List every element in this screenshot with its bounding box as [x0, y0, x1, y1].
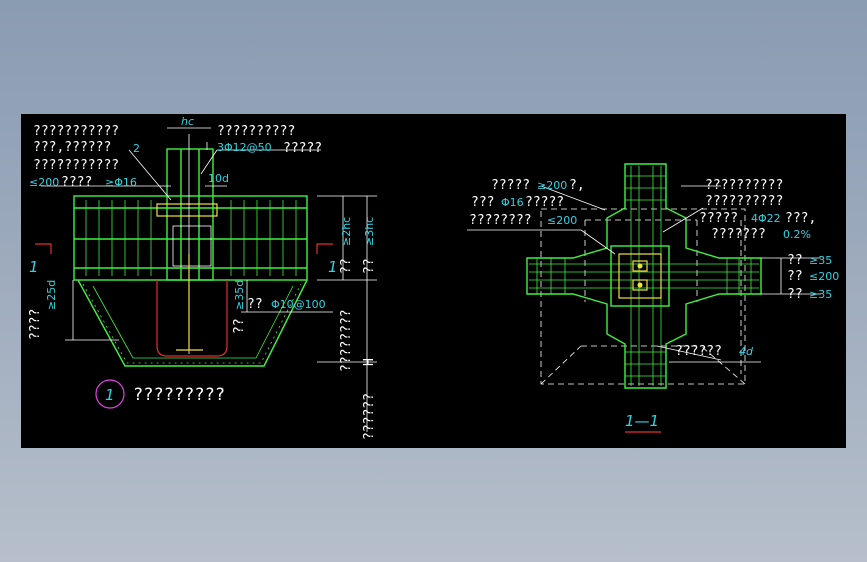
foundation-outline	[77, 279, 308, 367]
dim-r3: ≥35	[809, 288, 832, 301]
stirrup-spec: 3Φ12@50	[217, 141, 272, 154]
column-outline	[166, 148, 214, 281]
note-left-2: ???	[471, 195, 494, 210]
note-right-4: ???????	[711, 227, 766, 242]
note-top-1: ???????????	[33, 124, 119, 139]
section-marker-left	[35, 243, 52, 254]
section-marker-right	[316, 243, 333, 254]
tie-label: ??	[247, 297, 263, 312]
note-top-3: ???????????	[33, 158, 119, 173]
dim-25d-label: ????	[28, 309, 43, 340]
beam-stirrups	[85, 200, 297, 276]
column-plate	[618, 253, 662, 299]
cross-beam-outline	[526, 163, 762, 389]
dim-r1: ≥35	[809, 254, 832, 267]
dim-r3-prefix: ??	[787, 287, 803, 302]
footing-plan-outline	[540, 208, 746, 385]
note-left-1-tail: ?,	[569, 178, 585, 193]
note-left-1: ?????	[491, 178, 530, 193]
note-right-top: ??????????	[217, 124, 295, 139]
dim-3hc-prefix: ??	[362, 258, 377, 274]
callout-2: 2	[133, 142, 140, 155]
dim-35d: ≥35d	[233, 280, 246, 310]
dim-2hc: ≥2hc	[340, 217, 353, 246]
note-spacing-text: ????	[61, 175, 92, 190]
section-mark-left: 1	[29, 258, 39, 276]
dim-10d: 10d	[208, 172, 229, 185]
dim-r2: ≤200	[809, 270, 839, 283]
dim-4d: 4d	[739, 345, 754, 358]
note-top-2: ???,??????	[33, 140, 111, 155]
column-plan	[610, 245, 670, 307]
dim-35d-prefix: ??	[232, 318, 247, 334]
note-left-3: ????????	[469, 213, 532, 228]
cad-drawing: ??????????? ???,?????? ??????????? ≤200 …	[28, 115, 839, 440]
h-dim: ????????	[339, 309, 354, 372]
section-title: 1—1	[625, 412, 659, 430]
h-label: H	[362, 358, 377, 366]
dim-2hc-prefix: ??	[339, 258, 354, 274]
note-right-3: ?????	[699, 211, 738, 226]
h-dim-bottom: ??????	[362, 393, 377, 440]
note-right-3-tail: ???,	[785, 211, 816, 226]
left-detail-view: ??????????? ???,?????? ??????????? ≤200 …	[28, 115, 377, 440]
note-left-1-spec: ≥200	[537, 179, 567, 192]
dim-hc: hc	[181, 115, 194, 128]
column-cap	[156, 203, 218, 217]
note-right-1: ??????????	[705, 178, 783, 193]
note-right-2: ??????????	[705, 194, 783, 209]
note-left-2-tail: ?????	[525, 195, 564, 210]
dim-3hc: ≥3hc	[363, 217, 376, 246]
section-mark-right: 1	[328, 258, 338, 276]
right-section-view: ????? ≥200 ?, ??? Φ16 ????? ???????? ≤20…	[467, 163, 839, 433]
embedded-sleeve	[156, 280, 228, 357]
stirrup-note: ?????	[283, 141, 322, 156]
dim-r2-prefix: ??	[787, 269, 803, 284]
note-bottom: ??????	[675, 344, 722, 359]
detail-tag-circle	[95, 379, 125, 409]
dim-r1-prefix: ??	[787, 253, 803, 268]
note-right-4-spec: 0.2%	[783, 228, 811, 241]
title-number: 1	[105, 386, 115, 404]
note-bar-spec: ≥Φ16	[105, 176, 137, 189]
detail-title: ?????????	[133, 385, 225, 405]
note-left-3-spec: ≤200	[547, 214, 577, 227]
cad-drawing-canvas: ??????????? ???,?????? ??????????? ≤200 …	[21, 114, 846, 448]
dim-25d: ≥25d	[45, 280, 58, 310]
note-spacing-prefix: ≤200	[29, 176, 59, 189]
note-right-3-spec: 4Φ22	[751, 212, 781, 225]
tie-spec: Φ10@100	[271, 298, 326, 311]
note-left-2-spec: Φ16	[501, 196, 524, 209]
